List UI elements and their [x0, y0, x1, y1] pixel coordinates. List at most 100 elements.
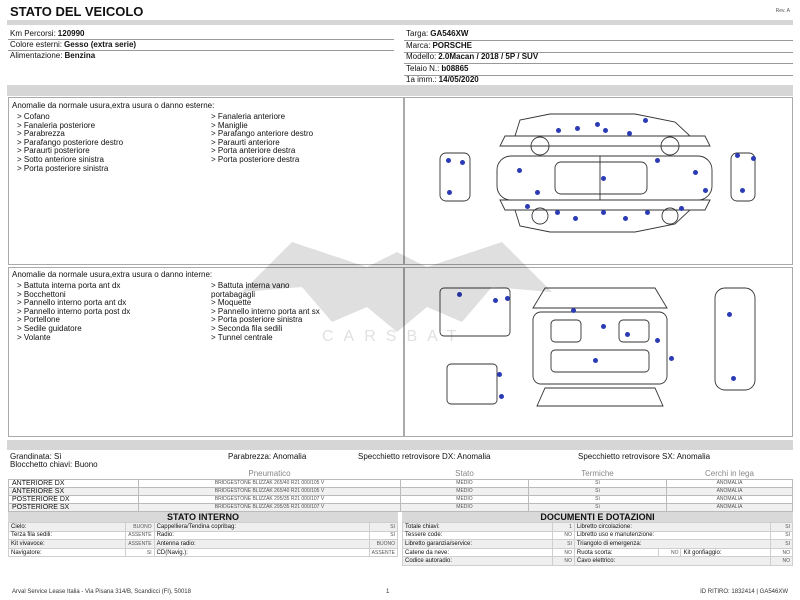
winter-header: Termiche: [581, 469, 614, 479]
damage-marker: [505, 296, 510, 301]
list-item: > Fanaleria posteriore: [17, 120, 96, 130]
parabrezza-label: Parabrezza: Anomalia: [228, 452, 307, 461]
damage-marker: [625, 332, 630, 337]
registration-row: 1a imm.:14/05/2020: [406, 75, 479, 84]
rims-header: Cerchi in lega: [705, 469, 754, 479]
tyres-table: Pneumatico Stato Termiche Cerchi in lega…: [8, 469, 793, 512]
page-title: STATO DEL VEICOLO: [10, 4, 144, 19]
pickup-id: ID RITIRO: 1832414 | GA546XW: [700, 589, 788, 595]
exterior-damage-panel: Anomalie da normale usura,extra usura o …: [8, 97, 404, 265]
table-row: POSTERIORE DX BRIDGESTONE BLIZZAK 295/35…: [8, 494, 793, 504]
list-item: > Portellone: [17, 315, 60, 325]
damage-marker: [643, 118, 648, 123]
damage-marker: [595, 122, 600, 127]
damage-marker: [575, 126, 580, 131]
list-item: > Paraurti posteriore: [17, 146, 90, 156]
list-item: > Fanaleria anteriore: [211, 112, 286, 121]
grandinata-label: Grandinata: Sì: [10, 452, 62, 461]
list-item: > Sotto anteriore sinistra: [17, 154, 104, 164]
bat-logo-icon: [242, 242, 552, 332]
list-item: > Porta posteriore sinistra: [211, 315, 303, 325]
damage-marker: [517, 168, 522, 173]
list-item: > Battuta interna porta ant dx: [17, 281, 121, 290]
damage-marker: [499, 394, 504, 399]
list-item: > Seconda fila sedili: [211, 323, 283, 333]
damage-marker: [669, 356, 674, 361]
tyre-header: Pneumatico: [248, 469, 291, 479]
color-row: Colore esterni:Gesso (extra serie): [10, 40, 137, 49]
divider: [8, 50, 394, 51]
damage-marker: [493, 298, 498, 303]
damage-marker: [601, 210, 606, 215]
damage-marker: [555, 210, 560, 215]
list-item: > Volante: [17, 332, 51, 342]
divider: [404, 40, 793, 41]
mirror-dx-label: Specchietto retrovisore DX: Anomalia: [358, 452, 491, 461]
list-item: > Porta posteriore destra: [211, 154, 300, 164]
divider: [8, 39, 394, 40]
exterior-heading: Anomalie da normale usura,extra usura o …: [12, 101, 215, 110]
list-item: > Porta posteriore sinistra: [17, 163, 109, 173]
section-strip: [7, 85, 793, 96]
watermark-text: CARSBAT: [322, 328, 467, 345]
damage-marker: [556, 128, 561, 133]
list-item: > Battuta interna vano: [211, 281, 290, 290]
exterior-diagram-panel: [404, 97, 793, 265]
damage-marker: [679, 206, 684, 211]
page-number: 1: [386, 589, 390, 595]
interior-status-title: STATO INTERNO: [8, 512, 398, 522]
damage-marker: [497, 372, 502, 377]
list-item: > Pannello interno porta post dx: [17, 306, 131, 316]
damage-marker: [627, 131, 632, 136]
km-row: Km Percorsi:120990: [10, 29, 85, 38]
title-divider: [7, 20, 793, 25]
damage-marker: [571, 308, 576, 313]
list-item: > Tunnel centrale: [211, 332, 273, 342]
section-strip: [7, 440, 793, 450]
table-row: POSTERIORE SX BRIDGESTONE BLIZZAK 295/35…: [8, 502, 793, 512]
interior-diagram-panel: [404, 267, 793, 437]
damage-marker: [693, 170, 698, 175]
key-block-label: Blocchetto chiavi: Buono: [10, 460, 98, 469]
damage-marker: [593, 358, 598, 363]
interior-damage-panel: Anomalie da normale usura,extra usura o …: [8, 267, 404, 437]
brand-row: Marca:PORSCHE: [406, 40, 473, 50]
damage-marker: [525, 204, 530, 209]
list-item: > Pannello interno porta ant dx: [17, 298, 127, 308]
revision-label: Rev. A: [775, 8, 790, 14]
damage-marker: [446, 158, 451, 163]
car-exterior-diagram: [439, 113, 756, 233]
footer-address: Arval Service Lease Italia - Via Pisana …: [12, 589, 191, 595]
damage-marker: [447, 190, 452, 195]
damage-marker: [751, 156, 756, 161]
list-item: > Maniglie: [211, 120, 248, 130]
table-row: ANTERIORE DX BRIDGESTONE BLIZZAK 265/40 …: [8, 478, 793, 488]
list-item: > Sedile guidatore: [17, 323, 82, 333]
exterior-list-col2: > Fanaleria anteriore > Maniglie > Paraf…: [211, 112, 313, 165]
list-item: > Pannello interno porta ant sx: [211, 306, 320, 316]
damage-marker: [623, 216, 628, 221]
vehicle-info-left: Km Percorsi:120990 Colore esterni:Gesso …: [10, 29, 136, 62]
model-row: Modello:2.0Macan / 2018 / 5P / SUV: [406, 52, 539, 61]
list-item: > Parabrezza: [17, 129, 65, 139]
damage-marker: [535, 190, 540, 195]
list-item: > Paraurti anteriore: [211, 137, 280, 147]
list-item: > Porta anteriore destra: [211, 146, 296, 156]
table-row: ANTERIORE SX BRIDGESTONE BLIZZAK 265/40 …: [8, 486, 793, 496]
damage-marker: [727, 312, 732, 317]
damage-marker: [460, 160, 465, 165]
car-interior-diagram: [439, 287, 756, 407]
mirror-sx-label: Specchietto retrovisore SX: Anomalia: [578, 452, 711, 461]
damage-marker: [735, 153, 740, 158]
list-item: > Cofano: [17, 112, 50, 121]
